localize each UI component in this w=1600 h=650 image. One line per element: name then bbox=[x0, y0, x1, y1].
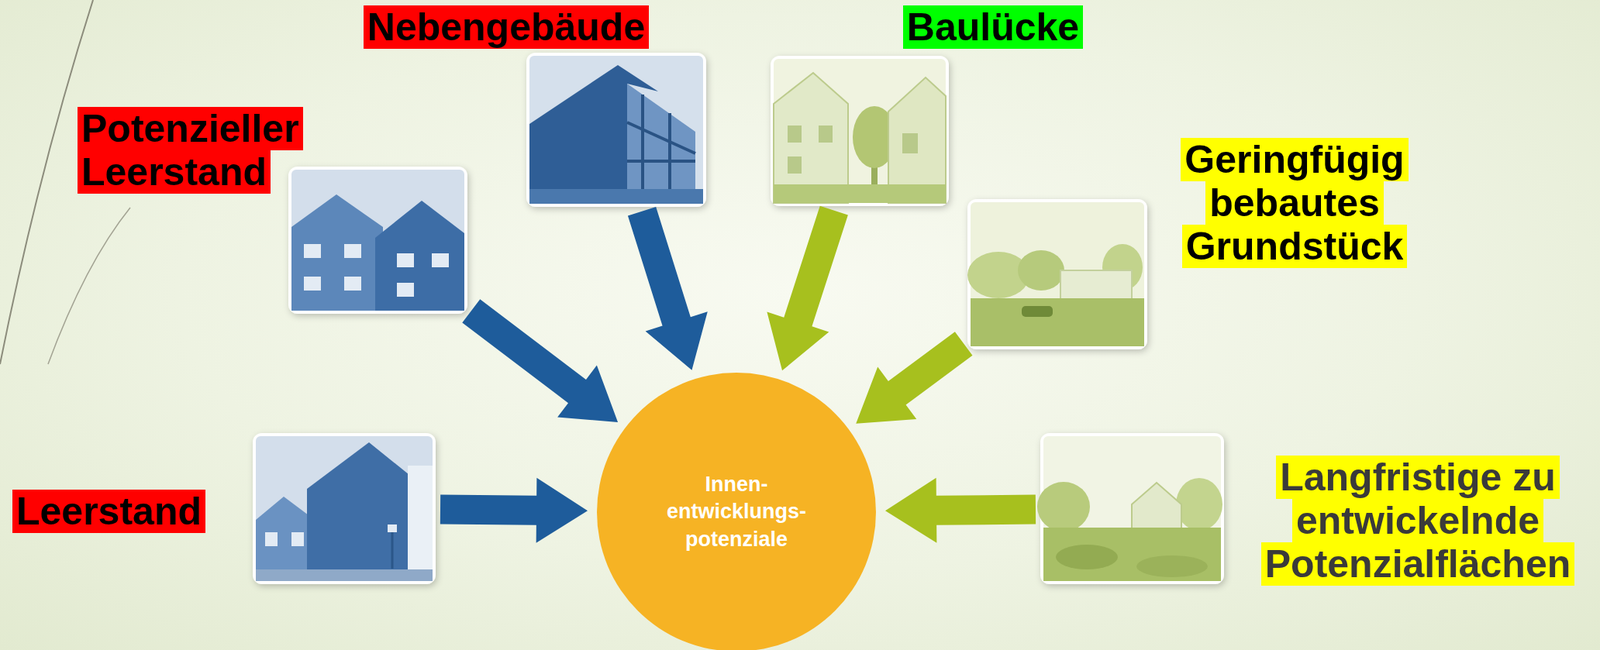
photo-label-box: Potenzieller Leerstand bbox=[77, 106, 342, 194]
photo-label: Potenzieller Leerstand bbox=[77, 106, 304, 194]
circle-text-wrap: Innen- entwicklungs- potenziale bbox=[596, 372, 876, 650]
photo-label: Leerstand bbox=[12, 489, 206, 534]
decor-line bbox=[48, 207, 131, 365]
long-term-site-photo bbox=[1037, 433, 1225, 585]
block-arrow bbox=[766, 206, 849, 371]
photo-label: Geringfügig bebautes Grundstück bbox=[1180, 137, 1408, 269]
photo-label: Baulücke bbox=[903, 5, 1083, 49]
center-circle: Innen- entwicklungs- potenziale bbox=[596, 372, 876, 650]
photo-box: Potenzieller Leerstand bbox=[288, 166, 468, 314]
photo-label: Langfristige zu entwickelnde Potenzialfl… bbox=[1261, 455, 1576, 587]
photo-box: Nebengebäude bbox=[526, 52, 707, 207]
barn-photo bbox=[526, 52, 707, 207]
block-arrow bbox=[627, 206, 708, 371]
photo-box: Langfristige zu entwickelnde Potenzialfl… bbox=[1040, 433, 1225, 585]
vacancy-risk-photo bbox=[288, 166, 468, 314]
photo-label-box: Langfristige zu entwickelnde Potenzialfl… bbox=[1261, 455, 1576, 587]
photo-label: Nebengebäude bbox=[363, 5, 649, 49]
photo-label-box: Baulücke bbox=[903, 5, 1083, 49]
photo-box: Geringfügig bebautes Grundstück bbox=[967, 199, 1148, 350]
sparse-plot-photo bbox=[967, 199, 1148, 350]
photo-box: Leerstand bbox=[252, 433, 436, 585]
photo-box: Baulücke bbox=[770, 55, 949, 207]
circle-label: Innen- entwicklungs- potenziale bbox=[655, 471, 818, 553]
block-arrow bbox=[462, 299, 618, 423]
block-arrow bbox=[885, 478, 1036, 544]
gap-site-photo bbox=[770, 55, 949, 207]
block-arrow bbox=[855, 331, 973, 424]
photo-label-box: Leerstand bbox=[12, 489, 206, 534]
block-arrow bbox=[440, 478, 588, 544]
circle-shape bbox=[596, 372, 876, 650]
photo-label-box: Geringfügig bebautes Grundstück bbox=[1180, 137, 1408, 269]
vacancy-photo bbox=[252, 433, 436, 585]
photo-label-box: Nebengebäude bbox=[363, 5, 649, 49]
